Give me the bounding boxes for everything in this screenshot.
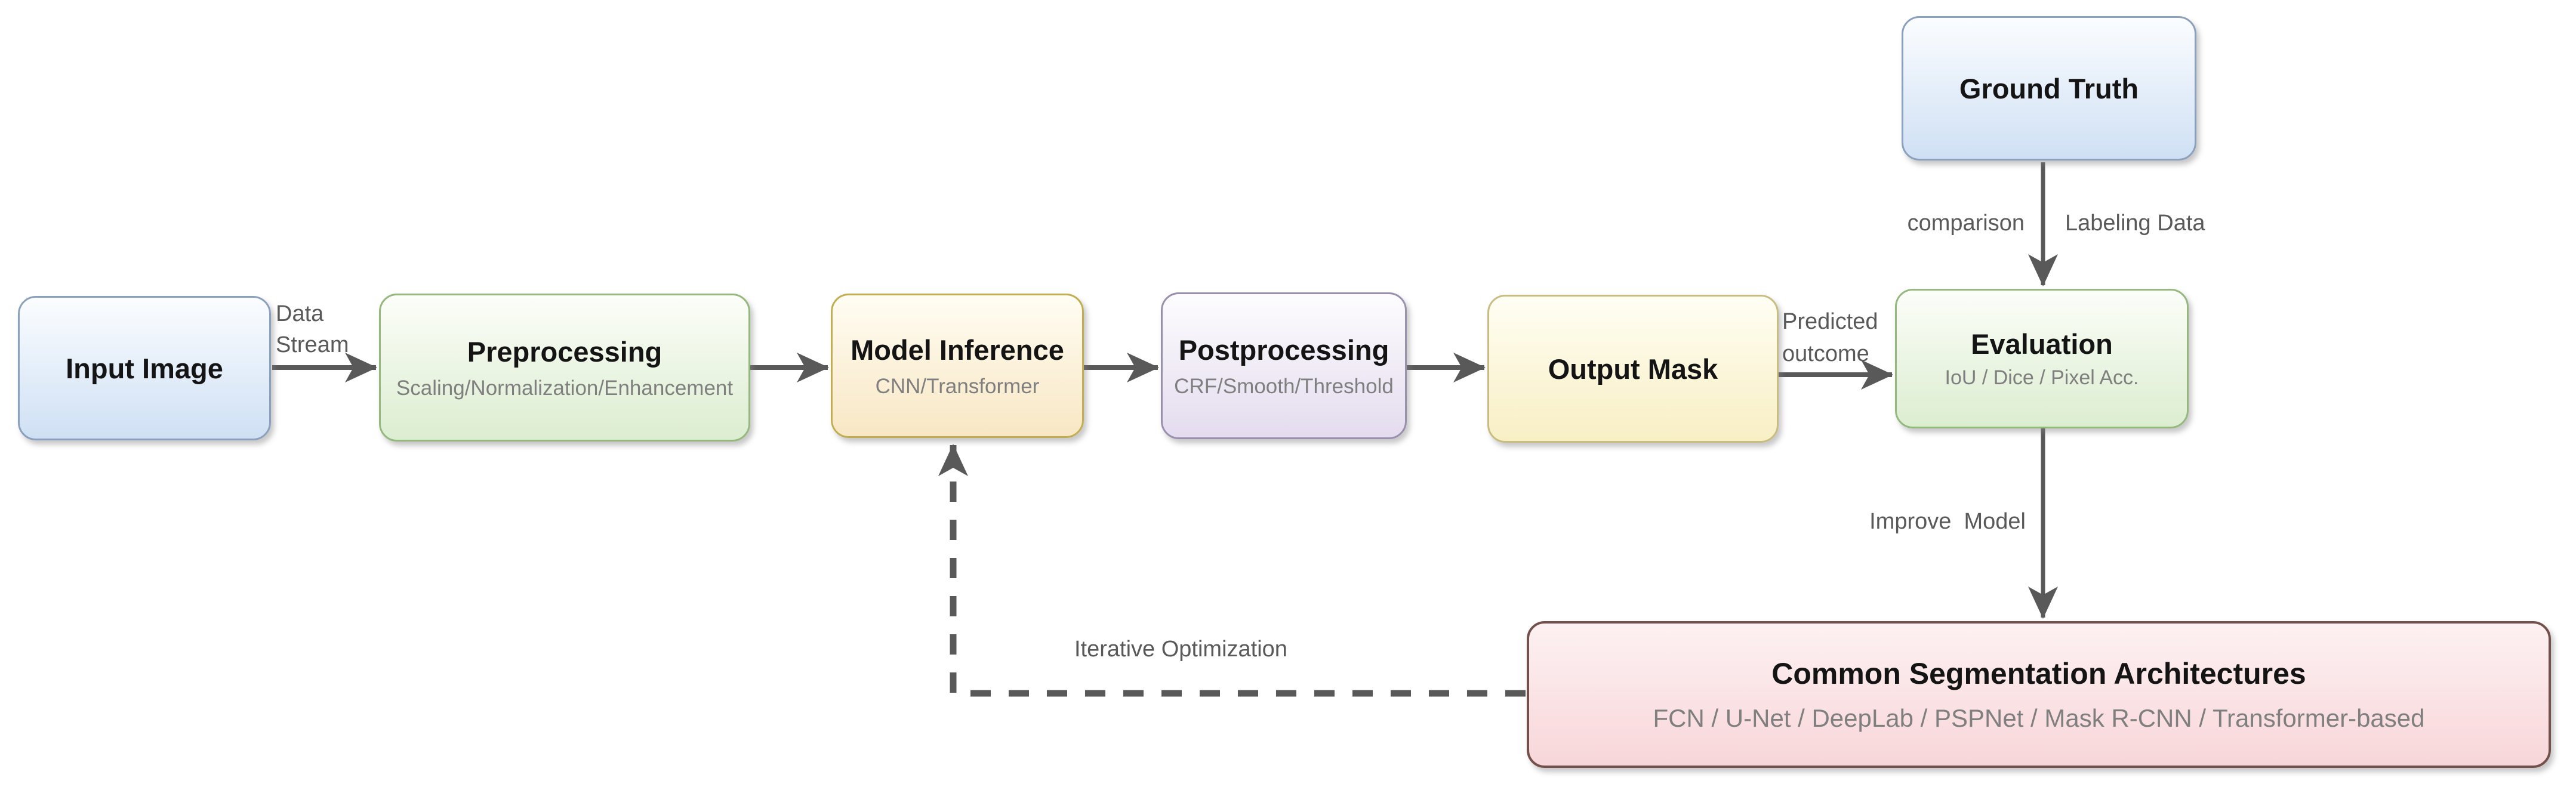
node-input-image-title: Input Image	[66, 352, 223, 384]
node-output-mask: Output Mask	[1487, 295, 1779, 443]
node-input-image: Input Image	[18, 296, 271, 440]
node-evaluation: Evaluation IoU / Dice / Pixel Acc.	[1895, 289, 2189, 428]
edge-label-predicted-outcome: Predicted outcome	[1782, 305, 1878, 370]
edge-label-predicted-outcome-line2: outcome	[1782, 341, 1869, 366]
edge-label-comparison: comparison	[1907, 211, 2025, 236]
edge-label-data-stream: Data Stream	[276, 298, 349, 360]
node-postprocessing-subtitle: CRF/Smooth/Threshold	[1174, 374, 1394, 398]
node-model-inference-subtitle: CNN/Transformer	[875, 374, 1040, 398]
node-preprocessing-title: Preprocessing	[467, 335, 663, 368]
edge-label-improve-model: Improve Model	[1869, 509, 2026, 534]
node-model-inference-title: Model Inference	[851, 334, 1064, 366]
node-postprocessing-title: Postprocessing	[1178, 334, 1389, 366]
node-ground-truth-title: Ground Truth	[1959, 72, 2139, 104]
node-common-architectures-subtitle: FCN / U-Net / DeepLab / PSPNet / Mask R-…	[1653, 704, 2425, 732]
node-model-inference: Model Inference CNN/Transformer	[831, 294, 1084, 438]
node-preprocessing: Preprocessing Scaling/Normalization/Enha…	[379, 294, 750, 442]
edge-label-iterative-optimization: Iterative Optimization	[1074, 637, 1287, 662]
node-ground-truth: Ground Truth	[1902, 16, 2196, 161]
node-evaluation-subtitle: IoU / Dice / Pixel Acc.	[1945, 366, 2139, 389]
node-output-mask-title: Output Mask	[1548, 353, 1718, 385]
node-postprocessing: Postprocessing CRF/Smooth/Threshold	[1161, 292, 1407, 439]
edge-label-predicted-outcome-line1: Predicted	[1782, 309, 1878, 334]
edge-architectures-to-model-inference-dashed	[938, 444, 1526, 697]
node-preprocessing-subtitle: Scaling/Normalization/Enhancement	[396, 376, 734, 400]
edge-label-data-stream-line2: Stream	[276, 332, 349, 357]
node-common-architectures: Common Segmentation Architectures FCN / …	[1527, 621, 2551, 768]
edge-label-data-stream-line1: Data	[276, 301, 324, 326]
node-common-architectures-title: Common Segmentation Architectures	[1771, 657, 2306, 690]
edge-label-labeling-data: Labeling Data	[2065, 211, 2205, 236]
node-evaluation-title: Evaluation	[1971, 328, 2113, 360]
